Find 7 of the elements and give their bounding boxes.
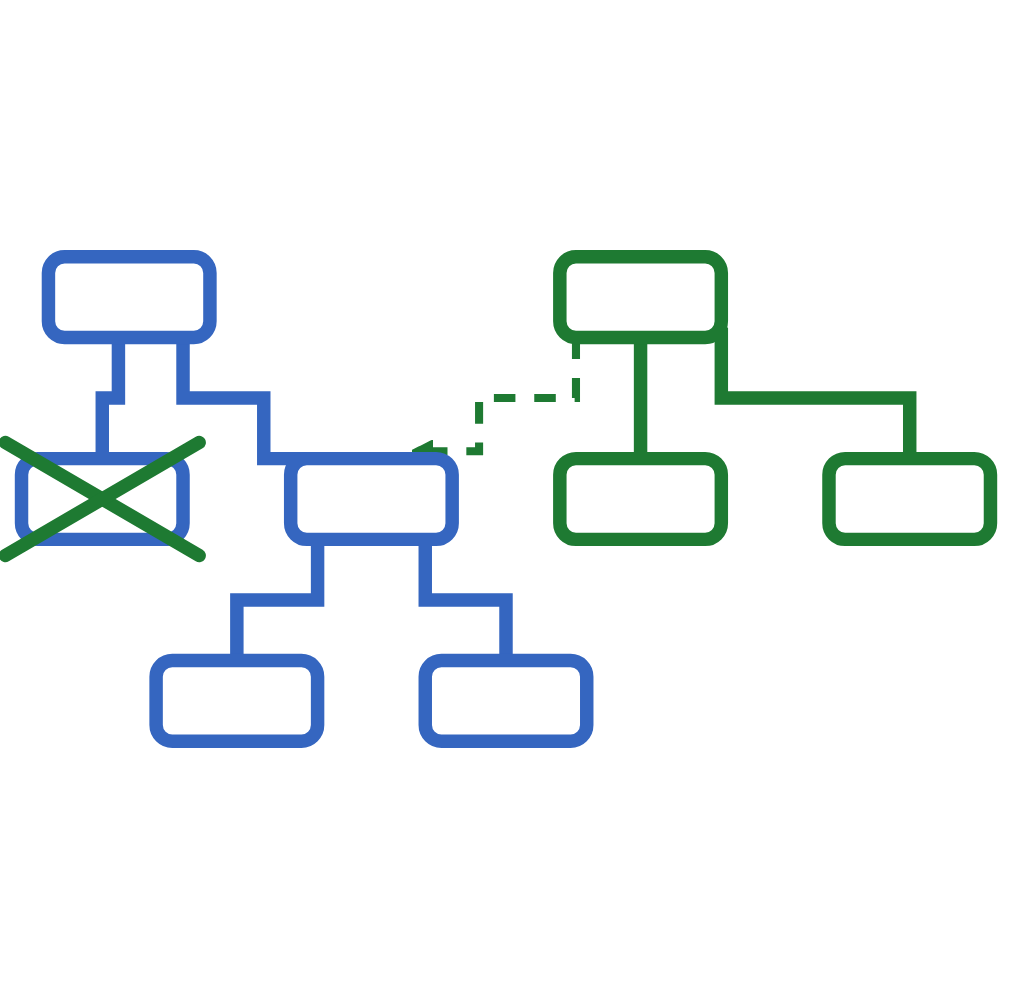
node-box [149, 653, 325, 748]
node-box [822, 451, 998, 547]
node-box [41, 250, 217, 345]
node-box [553, 250, 729, 345]
node-box [283, 451, 459, 547]
node-box [418, 653, 594, 748]
node-box [553, 451, 729, 547]
